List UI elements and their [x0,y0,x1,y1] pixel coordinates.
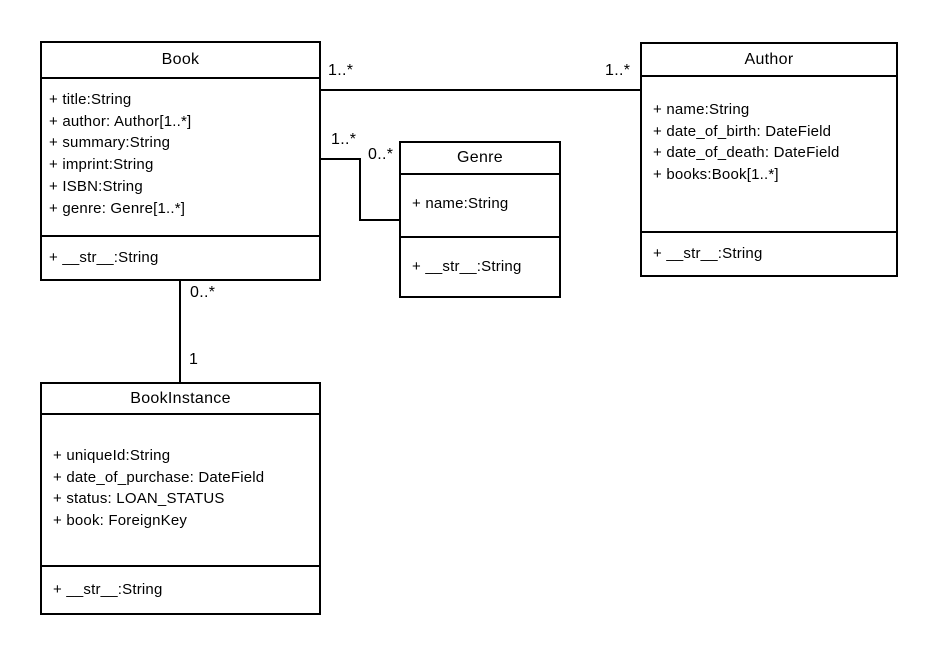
class-methods-bookinstance: + __str__:String [42,565,319,613]
class-member: + __str__:String [412,258,522,276]
class-member: + summary:String [49,134,171,152]
association-book-genre-segment-3 [359,219,401,221]
class-member: + __str__:String [653,245,763,263]
class-member: + __str__:String [53,581,163,599]
class-methods-author: + __str__:String [642,231,896,275]
association-book-bookinstance-line [179,281,181,382]
class-title-book: Book [42,43,319,79]
class-box-bookinstance: BookInstance + uniqueId:String + date_of_… [40,382,321,615]
class-member: + genre: Genre[1..*] [49,199,186,217]
class-member: + uniqueId:String [53,447,171,464]
class-member: + status: LOAN_STATUS [53,490,225,508]
class-attributes-bookinstance: + uniqueId:String + date_of_purchase: Dat… [42,415,319,565]
class-member: + book: ForeignKey [53,512,188,530]
class-member: + books:Book[1..*] [653,166,779,184]
class-box-genre: Genre + name:String + __str__:String [399,141,561,298]
class-box-book: Book + title:String + author: Author[1..*… [40,41,321,281]
class-member: + imprint:String [49,156,154,174]
class-attributes-genre: + name:String [401,175,559,236]
class-member: + ISBN:String [49,177,143,195]
class-attributes-book: + title:String + author: Author[1..*] + su… [42,79,319,235]
class-title-bookinstance: BookInstance [42,384,319,415]
multiplicity-book-author-book-end: 1..* [327,62,355,80]
association-book-author-line [321,89,640,91]
class-member: + author: Author[1..*] [49,112,192,130]
class-box-author: Author + name:String + date_of_birth: Dat… [640,42,898,277]
class-title-genre: Genre [401,143,559,175]
class-member: + date_of_birth: DateField [653,122,832,140]
class-member: + date_of_death: DateField [653,144,840,162]
class-title-author: Author [642,44,896,77]
association-book-genre-segment-2 [359,158,361,221]
class-member: + title:String [49,91,132,108]
class-member: + __str__:String [49,249,159,267]
association-book-genre-segment-1 [319,158,361,160]
class-member: + name:String [412,195,509,212]
class-methods-book: + __str__:String [42,235,319,279]
class-methods-genre: + __str__:String [401,236,559,296]
multiplicity-book-genre-book-end: 1..* [330,131,358,149]
multiplicity-book-bookinstance-instance-end: 1 [188,351,200,369]
class-member: + name:String [653,101,750,118]
class-member: + date_of_purchase: DateField [53,468,265,486]
multiplicity-book-author-author-end: 1..* [604,62,632,80]
class-attributes-author: + name:String + date_of_birth: DateField +… [642,77,896,231]
multiplicity-book-genre-genre-end: 0..* [367,146,395,164]
multiplicity-book-bookinstance-book-end: 0..* [189,284,217,302]
